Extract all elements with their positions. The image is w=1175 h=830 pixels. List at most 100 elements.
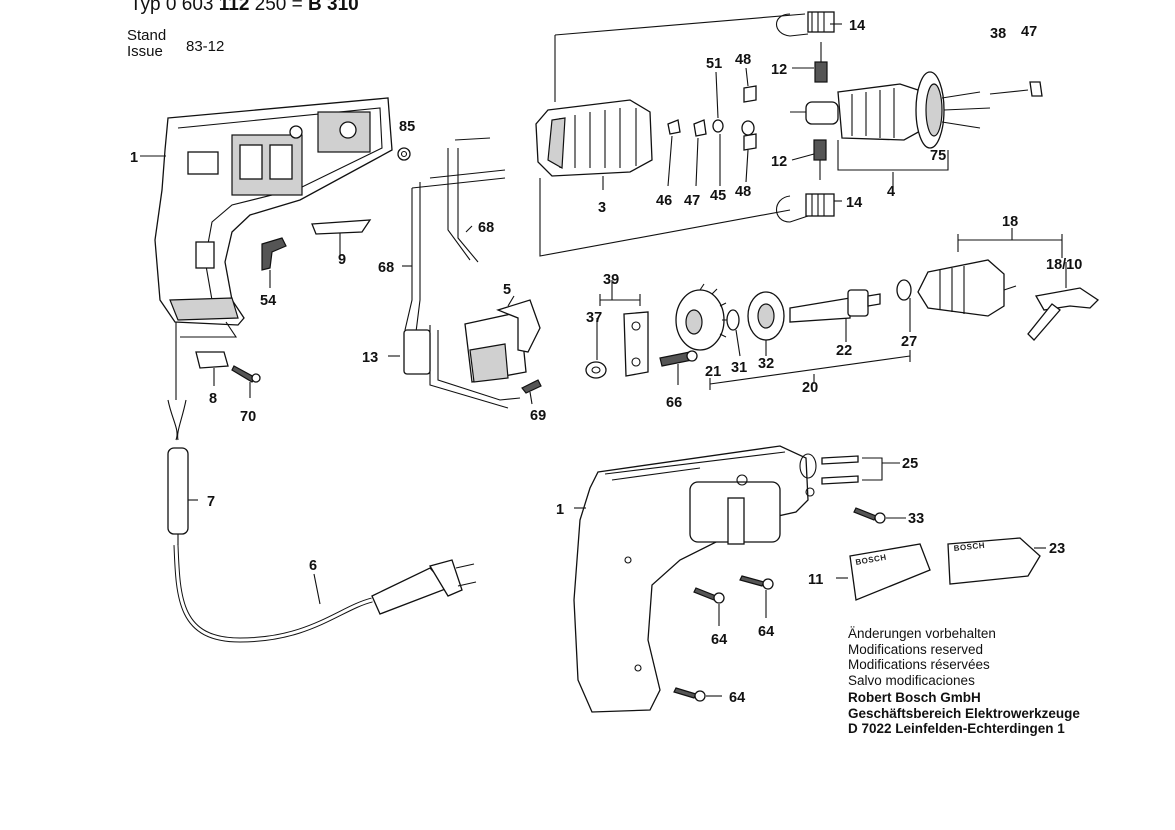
label-p12-top: 12 [771, 62, 787, 78]
pins-25 [821, 455, 900, 485]
label-p1-bottom: 1 [556, 502, 564, 518]
title-number-a: 0 603 [165, 0, 214, 15]
nut-85 [397, 147, 411, 161]
label-p47-mid: 47 [684, 193, 700, 209]
label-p25: 25 [902, 456, 918, 472]
screw-64-c [673, 687, 722, 702]
guide-line-left-bottom [539, 178, 791, 257]
note-de: Änderungen vorbehalten [848, 626, 996, 641]
label-p70: 70 [240, 409, 256, 425]
label-p32: 32 [758, 356, 774, 372]
label-p23: 23 [1049, 541, 1065, 557]
label-p33: 33 [908, 511, 924, 527]
note-en: Modifications reserved [848, 641, 984, 657]
label-p64-c: 64 [729, 690, 745, 706]
brush-holder-14-bottom [775, 193, 835, 223]
label-p6: 6 [309, 558, 317, 574]
spindle-22 [789, 289, 881, 342]
stator-3 [535, 99, 653, 190]
title-number-b: 112 [218, 0, 250, 15]
document-title: Typ 0 603 112 250 = B 310 [130, 0, 359, 16]
sleeve-outline [180, 321, 238, 338]
label-p45: 45 [710, 188, 726, 204]
screw-64-a [693, 587, 725, 626]
screw-33 [853, 507, 906, 524]
label-p22: 22 [836, 343, 852, 359]
notes-block: Änderungen vorbehalten Modifications res… [848, 626, 1080, 737]
label-p27: 27 [901, 334, 917, 350]
screw-66 [659, 350, 698, 385]
switch-5 [464, 299, 541, 383]
capacitor-13 [388, 329, 431, 375]
screw-70 [231, 365, 261, 398]
screw-64-b [739, 575, 774, 618]
label-plate-9 [311, 219, 372, 255]
label-p47-top: 47 [1021, 24, 1037, 40]
label-p14-bottom: 14 [846, 195, 862, 211]
label-p85: 85 [399, 119, 415, 135]
chuck-key-18-10 [1027, 262, 1100, 341]
stand-value: 83-12 [186, 38, 225, 55]
stand-issue-label: Stand Issue [127, 28, 166, 60]
clip-54 [261, 237, 287, 288]
label-p69: 69 [530, 408, 546, 424]
washer-27 [896, 279, 912, 332]
label-p37: 37 [586, 310, 602, 326]
washer-31 [726, 309, 741, 357]
title-equals: = [291, 0, 303, 15]
label-p48-bottom: 48 [735, 184, 751, 200]
label-p64-b: 64 [758, 624, 774, 640]
stand-label: Stand [127, 27, 167, 44]
bracket-20 [709, 350, 911, 390]
label-p14-top: 14 [849, 18, 865, 34]
label-p9: 9 [338, 252, 346, 268]
label-p13: 13 [362, 350, 378, 366]
leader-lines [140, 23, 1013, 605]
title-number-c: 250 [254, 0, 287, 15]
title-model: B 310 [308, 0, 359, 15]
switch-wiring [404, 137, 521, 409]
carbon-brush-12-bottom [813, 139, 827, 180]
label-p12-bottom: 12 [771, 154, 787, 170]
label-p64-a: 64 [711, 632, 727, 648]
label-p39: 39 [603, 272, 619, 288]
label-p75: 75 [930, 148, 946, 164]
nameplate-23 [947, 537, 1046, 585]
label-p48-top: 48 [735, 52, 751, 68]
armature-4 [790, 71, 991, 186]
brush-holder-14-top [775, 11, 835, 37]
cable-clamp-8 [195, 351, 229, 386]
note-fr: Modifications réservées [848, 657, 990, 672]
guide-line-top [554, 13, 806, 36]
title-prefix: Typ [130, 0, 161, 15]
label-p8: 8 [209, 391, 217, 407]
small-part-47 [989, 81, 1043, 97]
label-p4: 4 [887, 184, 895, 200]
note-es: Salvo modificaciones [848, 672, 975, 688]
label-p46: 46 [656, 193, 672, 209]
label-p68-right: 68 [478, 220, 494, 236]
screw-69 [521, 379, 542, 405]
label-p20: 20 [802, 380, 818, 396]
drill-chuck-18 [917, 234, 1063, 317]
label-p3: 3 [598, 200, 606, 216]
company-address: D 7022 Leinfelden-Echterdingen 1 [848, 721, 1065, 736]
label-p11: 11 [808, 572, 823, 588]
label-p5: 5 [503, 282, 511, 298]
label-p18-10: 18/10 [1046, 257, 1082, 273]
housing-half-right [573, 445, 817, 713]
gear-21 [675, 283, 729, 351]
company-department: Geschäftsbereich Elektrowerkzeuge [848, 705, 1080, 721]
ball-bearing-32 [747, 291, 785, 356]
bearing-bracket-39 [599, 294, 649, 377]
brush-small-parts [667, 85, 757, 151]
label-p54: 54 [260, 293, 276, 309]
carbon-brush-12-top [814, 42, 828, 83]
housing-half-left [154, 97, 393, 326]
label-p38: 38 [990, 26, 1006, 42]
label-p31: 31 [731, 360, 747, 376]
label-p18: 18 [1002, 214, 1018, 230]
company-name: Robert Bosch GmbH [848, 690, 981, 705]
plate-23-text: BOSCH [953, 541, 985, 553]
